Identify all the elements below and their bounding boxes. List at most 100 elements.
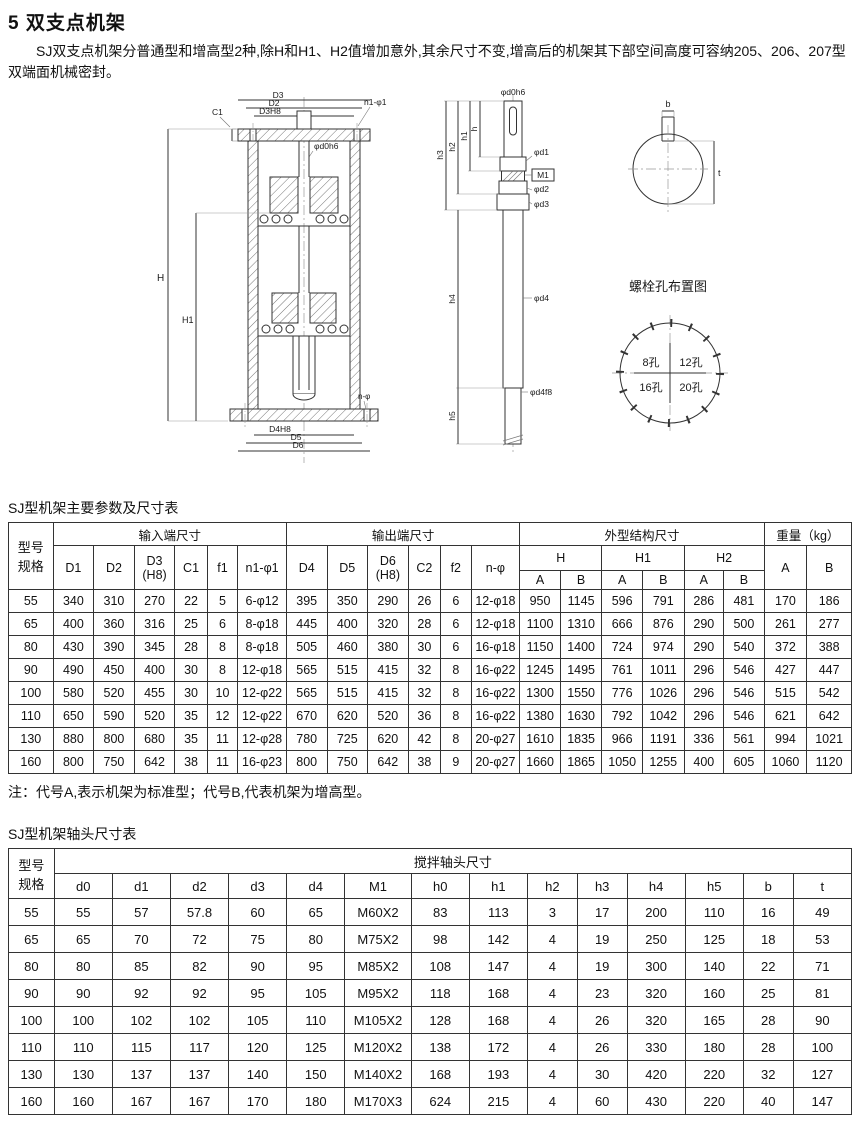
value-cell: 650 (52, 704, 95, 728)
value-cell: 490 (52, 658, 95, 682)
value-cell: 390 (93, 635, 135, 659)
value-cell: 8 (440, 704, 472, 728)
value-cell: 57.8 (169, 898, 230, 926)
value-cell: 35 (174, 704, 208, 728)
value-cell: 1300 (519, 681, 561, 705)
dim-label-H1: H1 (182, 315, 194, 325)
value-cell: 8 (206, 658, 239, 682)
value-cell: 1495 (559, 658, 603, 682)
value-cell: 1042 (641, 704, 685, 728)
header-col: t (792, 873, 853, 899)
value-cell: 8 (440, 658, 472, 682)
value-cell: 520 (93, 681, 135, 705)
value-cell: 880 (52, 727, 95, 751)
value-cell: 1050 (601, 750, 643, 774)
value-cell: 113 (468, 898, 528, 926)
header-col: h2 (526, 873, 578, 899)
value-cell: 167 (169, 1087, 230, 1115)
header-col: C1 (174, 545, 208, 590)
value-cell: 642 (133, 750, 176, 774)
value-cell: 138 (410, 1033, 470, 1061)
header-col: d2 (169, 873, 230, 899)
bolt-hole-diagram: 螺栓孔布置图 8孔 12孔 16孔 20孔 (612, 279, 728, 431)
dim-label-nphi: n-φ (358, 392, 370, 401)
value-cell: 28 (742, 1006, 794, 1034)
value-cell: 520 (133, 704, 176, 728)
value-cell: 580 (52, 681, 95, 705)
value-cell: 32 (742, 1060, 794, 1088)
value-cell: 4 (526, 1060, 578, 1088)
dim-label-phid2: φd2 (534, 184, 549, 194)
value-cell: 40 (742, 1087, 794, 1115)
value-cell: 481 (723, 589, 765, 613)
header-group-weight: 重量（kg） (763, 522, 853, 546)
value-cell: 92 (169, 979, 230, 1007)
value-cell: 800 (52, 750, 95, 774)
model-cell: 80 (8, 952, 55, 980)
value-cell: 261 (763, 612, 808, 636)
value-cell: 105 (286, 979, 346, 1007)
technical-drawing: D3 D2 D3H8 C1 n1-φ1 φd0h6 (8, 85, 852, 490)
value-cell: 340 (52, 589, 95, 613)
model-cell: 65 (8, 612, 54, 636)
value-cell: 65 (53, 925, 113, 953)
value-cell: 950 (519, 589, 561, 613)
value-cell: 92 (111, 979, 171, 1007)
dim-label-phid4f8: φd4f8 (530, 387, 552, 397)
value-cell: 147 (792, 1087, 853, 1115)
header-ab: A (519, 570, 561, 590)
value-cell: 130 (53, 1060, 113, 1088)
value-cell: 170 (228, 1087, 288, 1115)
value-cell: 1660 (519, 750, 561, 774)
value-cell: 108 (410, 952, 470, 980)
value-cell: 296 (683, 658, 725, 682)
value-cell: 300 (626, 952, 686, 980)
header-row-groups: 型号 规格 输入端尺寸 输出端尺寸 外型结构尺寸 重量（kg） (8, 522, 853, 590)
value-cell: 16-φ23 (237, 750, 287, 774)
header-col-H: H (519, 545, 603, 571)
value-cell: 620 (326, 704, 369, 728)
value-cell: 4 (526, 1087, 578, 1115)
value-cell: 6-φ12 (237, 589, 287, 613)
value-cell: 12-φ22 (237, 681, 287, 705)
header-col: f2 (440, 545, 472, 590)
footnote: 注：代号A,表示机架为标准型；代号B,代表机架为增高型。 (8, 784, 371, 800)
value-cell: 49 (792, 898, 853, 926)
value-cell: 642 (806, 704, 852, 728)
value-cell: 876 (641, 612, 685, 636)
header-col: f1 (206, 545, 239, 590)
value-cell: 277 (806, 612, 852, 636)
value-cell: 172 (468, 1033, 528, 1061)
value-cell: 90 (792, 1006, 853, 1034)
value-cell: 316 (133, 612, 176, 636)
value-cell: 80 (286, 925, 346, 953)
value-cell: 6 (440, 635, 472, 659)
value-cell: 110 (286, 1006, 346, 1034)
value-cell: 360 (93, 612, 135, 636)
header-col-weight-B: B (806, 545, 852, 590)
shaft-detail-figure: φd0h6 φd1 M1 φd2 φd3 φd4 (435, 87, 555, 453)
dim-label-d5: D5 (291, 432, 302, 442)
model-cell: 80 (8, 635, 54, 659)
value-cell: 1120 (806, 750, 852, 774)
value-cell: 57 (111, 898, 171, 926)
value-cell: 193 (468, 1060, 528, 1088)
value-cell: 1100 (519, 612, 561, 636)
value-cell: 430 (52, 635, 95, 659)
value-cell: 81 (792, 979, 853, 1007)
value-cell: M170X3 (344, 1087, 412, 1115)
model-cell: 65 (8, 925, 55, 953)
dim-label-d6: D6 (293, 440, 304, 450)
value-cell: 19 (576, 952, 628, 980)
shaft-head-dimensions-table: 型号 规格 搅拌轴头尺寸 d0 d1 d2 d3 d4 M1 h0 h1 h2 … (8, 848, 853, 1115)
model-cell: 130 (8, 1060, 55, 1088)
header-col: D1 (52, 545, 95, 590)
value-cell: 125 (684, 925, 744, 953)
dim-label-b: b (665, 99, 670, 109)
dim-label-phid1: φd1 (534, 147, 549, 157)
